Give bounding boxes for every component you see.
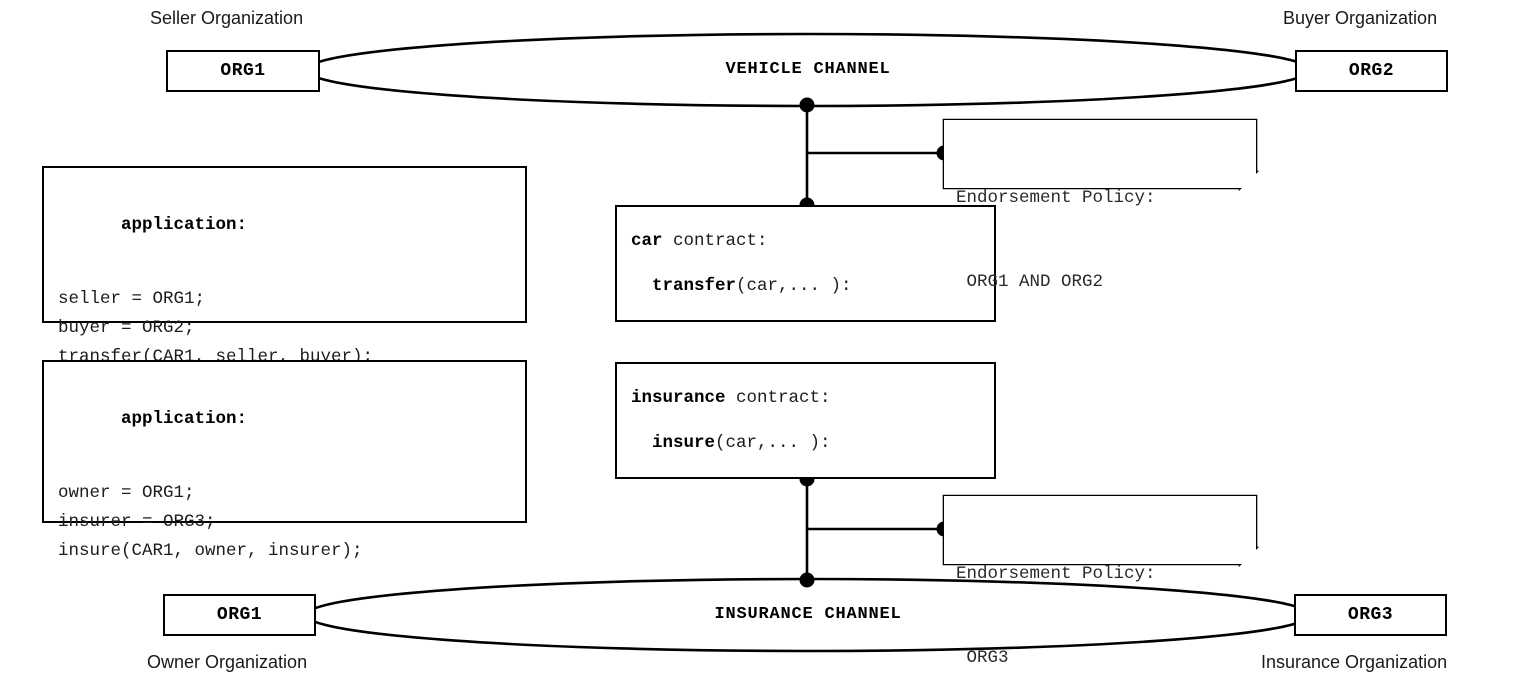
buyer-organization-caption: Buyer Organization: [1283, 8, 1438, 28]
seller-organization-caption: Seller Organization: [150, 8, 304, 28]
contract-transaction: insure(car,... ):: [631, 429, 994, 458]
contract-transaction: transfer(car,... ):: [631, 272, 994, 301]
vehicle-endorsement-policy-note[interactable]: Endorsement Policy: ORG1 AND ORG2: [944, 120, 1256, 292]
application-code-line: insure(CAR1, owner, insurer);: [58, 541, 363, 561]
owner-organization-caption: Owner Organization: [147, 652, 308, 672]
policy-value: ORG1 AND ORG2: [956, 272, 1104, 292]
car-contract-box[interactable]: car contract: transfer(car,... ):: [615, 205, 996, 322]
org-box-label: ORG2: [1348, 61, 1395, 81]
org-box-label: ORG1: [220, 61, 266, 81]
org-box-org2-buyer[interactable]: ORG2: [1295, 50, 1448, 92]
application-code-line: insurer = ORG3;: [58, 512, 216, 532]
contract-heading: car contract:: [631, 227, 994, 256]
transaction-args: (car,... ):: [715, 433, 831, 453]
application-heading: application:: [58, 376, 525, 463]
insurance-channel-anchor-dot: [799, 572, 815, 588]
org-box-label: ORG1: [216, 605, 263, 625]
insurance-channel-label: INSURANCE CHANNEL: [714, 605, 902, 624]
org-box-org1-owner[interactable]: ORG1: [163, 594, 316, 636]
transfer-application-box[interactable]: application: seller = ORG1; buyer = ORG2…: [42, 166, 527, 367]
org-box-org1-seller[interactable]: ORG1: [166, 50, 320, 92]
insurance-organization-caption: Insurance Organization: [1261, 652, 1448, 672]
transaction-name: transfer: [652, 276, 737, 296]
policy-value: ORG3: [956, 648, 1009, 668]
policy-heading: Endorsement Policy:: [956, 564, 1156, 584]
vehicle-endorsement-policy-text: Endorsement Policy: ORG1 AND ORG2: [956, 128, 1156, 352]
contract-heading-suffix: contract:: [725, 388, 831, 408]
vehicle-channel-anchor-dot: [799, 97, 815, 113]
application-heading-text: application:: [121, 409, 248, 429]
insure-application-box[interactable]: application: owner = ORG1; insurer = ORG…: [42, 360, 527, 561]
contract-name: car: [631, 231, 663, 251]
application-heading-text: application:: [121, 215, 248, 235]
insurance-contract-box[interactable]: insurance contract: insure(car,... ):: [615, 362, 996, 479]
application-code-line: buyer = ORG2;: [58, 318, 195, 338]
org-box-label: ORG3: [1347, 605, 1394, 625]
application-code-line: seller = ORG1;: [58, 289, 206, 309]
contract-heading: insurance contract:: [631, 384, 994, 413]
transaction-name: insure: [652, 433, 716, 453]
code-spacer: [58, 269, 525, 285]
policy-heading: Endorsement Policy:: [956, 188, 1156, 208]
application-code-line: owner = ORG1;: [58, 483, 195, 503]
code-spacer: [631, 256, 994, 272]
code-spacer: [58, 463, 525, 479]
contract-name: insurance: [631, 388, 726, 408]
insurance-endorsement-policy-note[interactable]: Endorsement Policy: ORG3: [944, 496, 1256, 668]
code-spacer: [631, 413, 994, 429]
transaction-args: (car,... ):: [736, 276, 852, 296]
application-heading: application:: [58, 182, 525, 269]
contract-heading-suffix: contract:: [662, 231, 768, 251]
vehicle-channel-label: VEHICLE CHANNEL: [725, 60, 891, 79]
org-box-org3-insurer[interactable]: ORG3: [1294, 594, 1447, 636]
insurance-endorsement-policy-text: Endorsement Policy: ORG3: [956, 504, 1156, 690]
